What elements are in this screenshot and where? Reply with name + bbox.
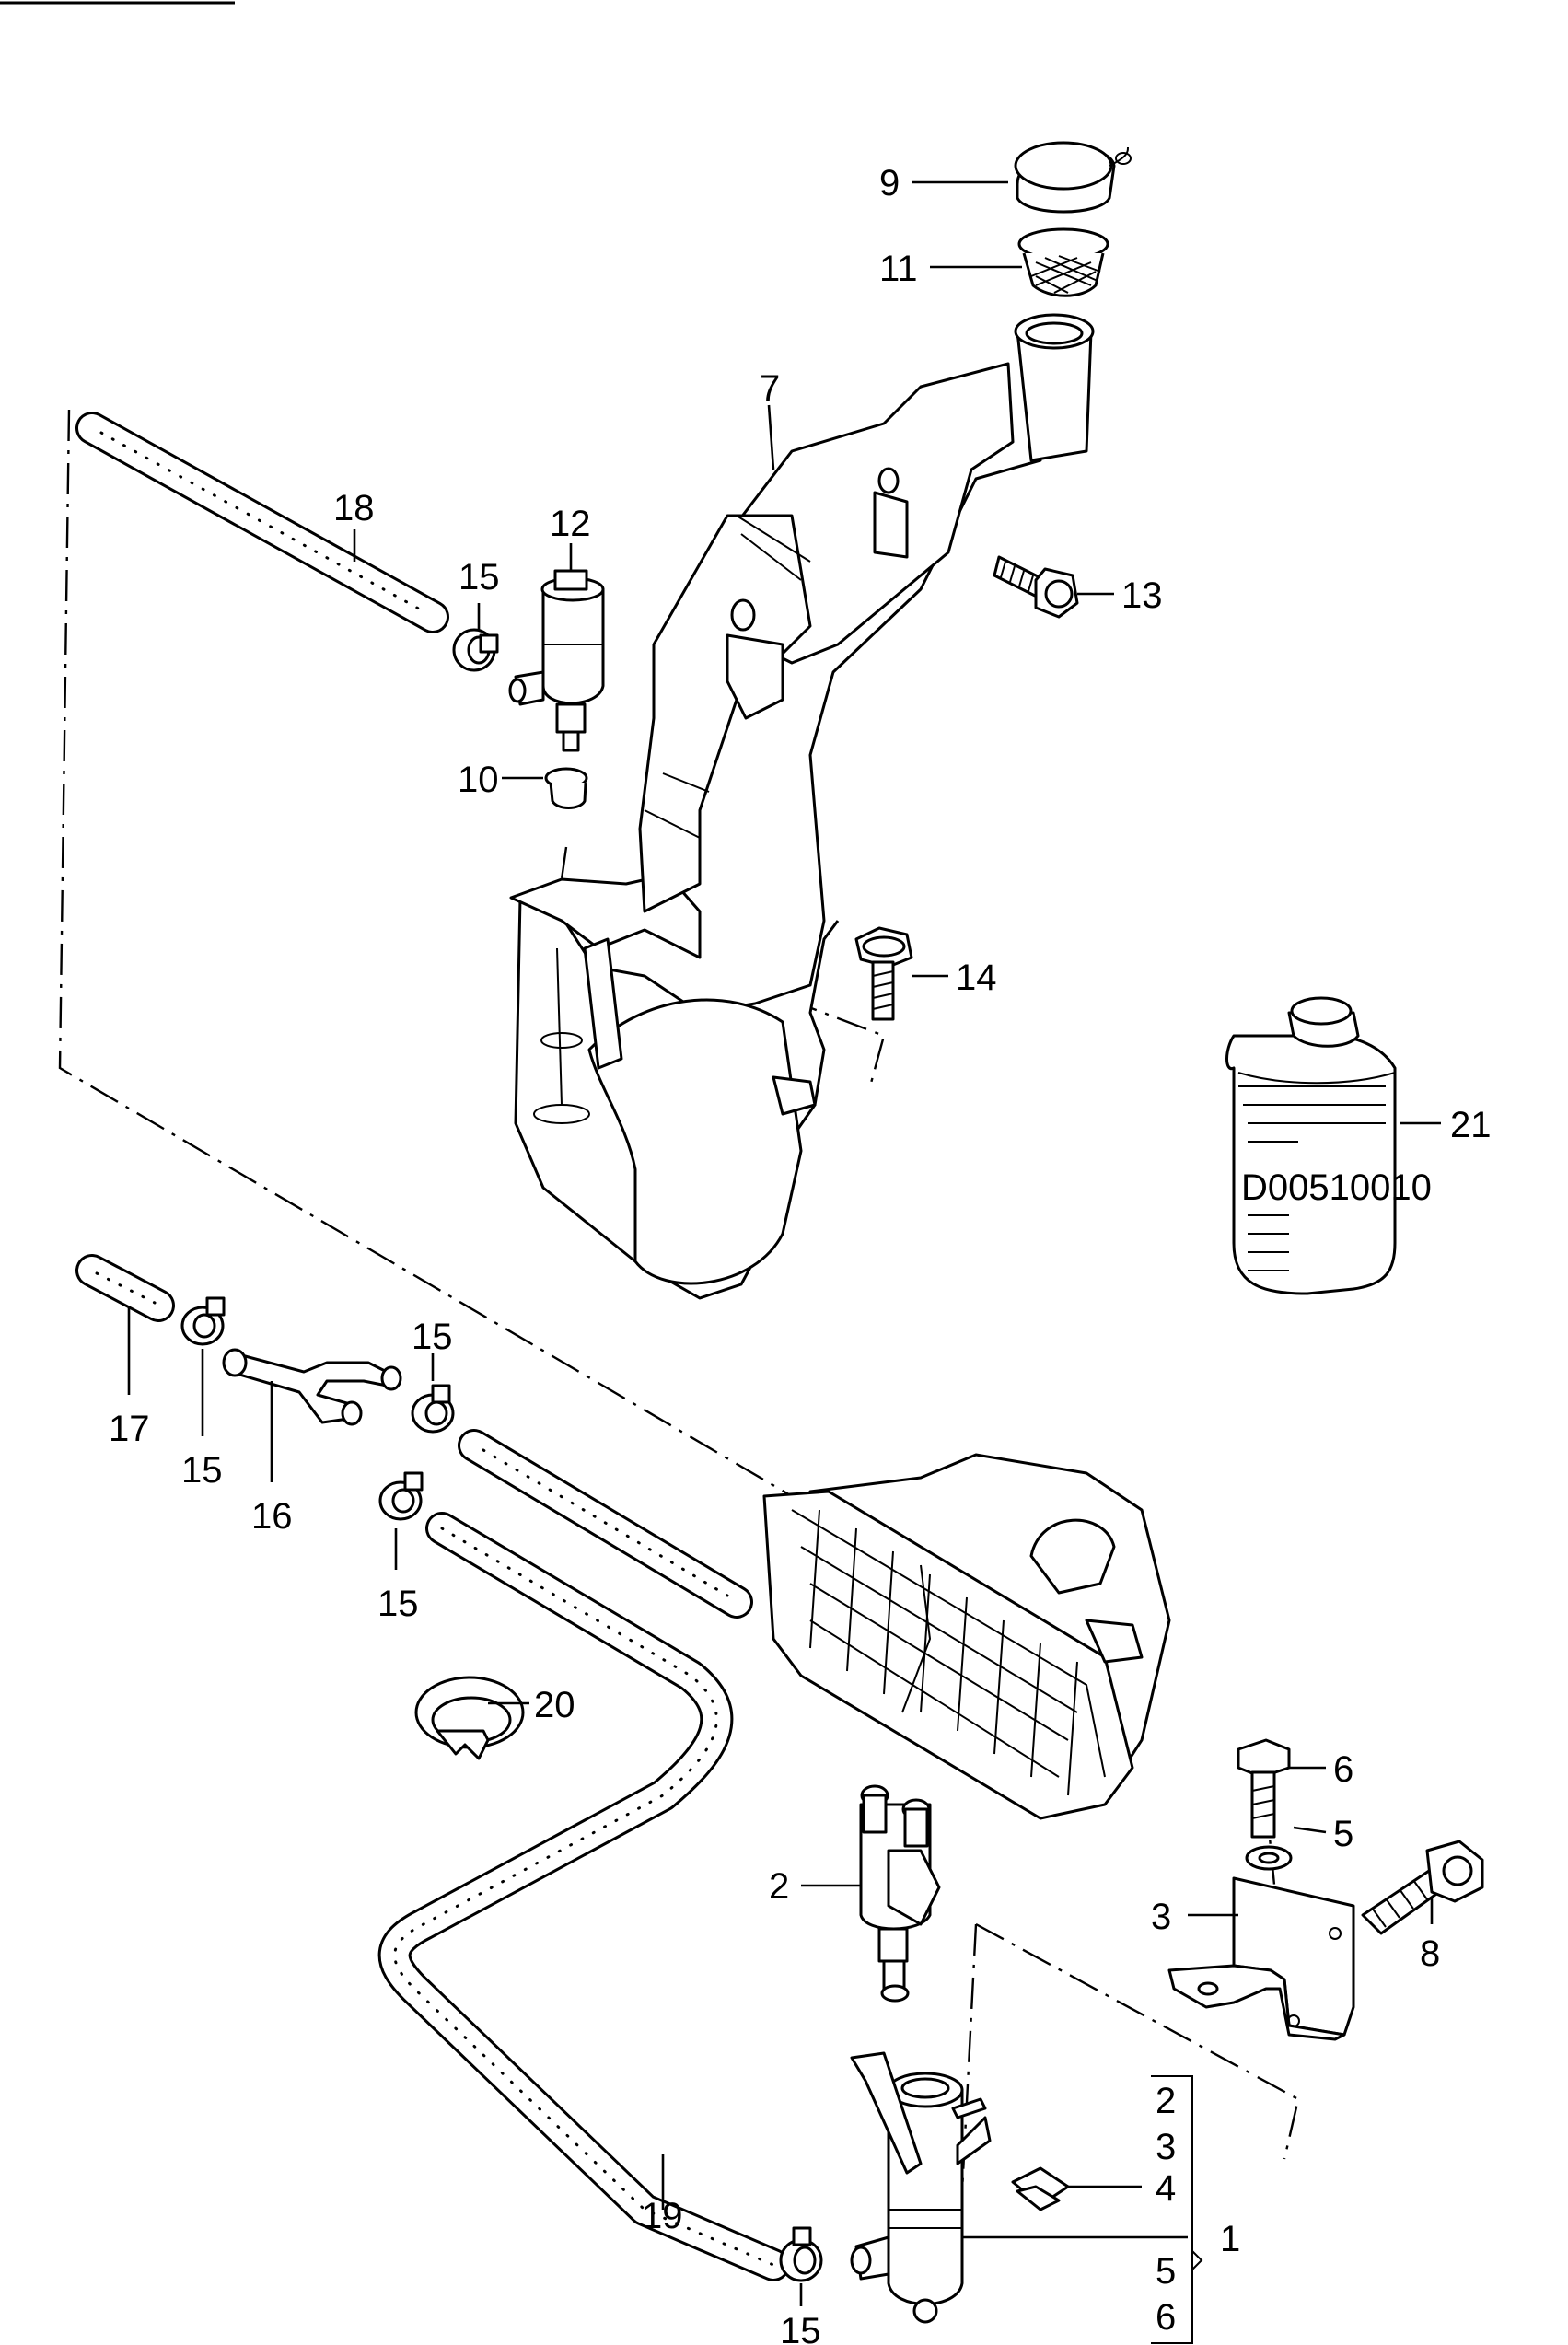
label-7: 7 (760, 368, 780, 409)
y-connector (222, 1348, 402, 1426)
label-1: 1 (1220, 2219, 1240, 2259)
label-2: 2 (769, 1866, 789, 1907)
part-labels: 9 11 7 18 12 15 13 10 14 21 15 17 15 16 … (109, 163, 1492, 2345)
filler-cap (1014, 141, 1132, 214)
hose-clip (411, 1384, 455, 1434)
bolt-13 (993, 555, 1079, 619)
label-11: 11 (879, 249, 918, 289)
label-8: 8 (1420, 1933, 1440, 1974)
bracket-label-4: 4 (1156, 2168, 1176, 2209)
bolt-14 (854, 926, 913, 1021)
hose-clip (452, 628, 499, 672)
label-19: 19 (642, 2196, 683, 2236)
jet-cylinder (850, 2051, 992, 2324)
headlight (762, 1453, 1171, 1820)
label-18: 18 (333, 488, 375, 528)
washer-5 (1245, 1845, 1293, 1871)
label-15: 15 (412, 1317, 453, 1357)
label-6: 6 (1333, 1749, 1353, 1790)
label-15: 15 (181, 1450, 223, 1491)
fluid-bottle: D00510010 (1225, 996, 1432, 1295)
label-16: 16 (251, 1496, 293, 1537)
label-10: 10 (458, 760, 499, 800)
label-17: 17 (109, 1409, 150, 1449)
bracket-label-6: 6 (1156, 2297, 1176, 2338)
hose-clip (378, 1471, 424, 1521)
bolt-8 (1361, 1840, 1484, 1935)
label-12: 12 (550, 504, 591, 544)
clip-4 (1011, 2166, 1070, 2211)
label-5: 5 (1333, 1814, 1353, 1854)
group-bracket (1151, 2075, 1203, 2344)
label-15: 15 (459, 557, 500, 598)
washer-reservoir (509, 313, 1095, 1300)
hose-clamp (414, 1676, 525, 1760)
label-9: 9 (879, 163, 900, 203)
grommet (544, 767, 588, 809)
bracket-label-3: 3 (1156, 2127, 1176, 2167)
washer-pump (508, 569, 605, 752)
hose-clip (779, 2226, 823, 2282)
hose-clip (180, 1296, 226, 1346)
label-15: 15 (780, 2311, 821, 2345)
leader-lines (127, 180, 1441, 2306)
hose-19 (377, 1512, 790, 2281)
label-20: 20 (534, 1685, 575, 1725)
hose-17 (75, 1254, 175, 1322)
label-21: 21 (1450, 1105, 1492, 1145)
bolt-6 (1237, 1738, 1291, 1839)
washer-jet (859, 1784, 941, 2003)
mounting-bracket (1167, 1876, 1355, 2041)
hose-headlight (458, 1429, 753, 1619)
hose-18 (75, 412, 449, 633)
bracket-label-5: 5 (1156, 2251, 1176, 2292)
bottle-part-number: D00510010 (1241, 1167, 1432, 1208)
label-13: 13 (1121, 575, 1163, 616)
label-14: 14 (956, 958, 997, 998)
strainer (1017, 227, 1109, 297)
bracket-label-2: 2 (1156, 2081, 1176, 2121)
label-3: 3 (1151, 1897, 1171, 1937)
label-15: 15 (377, 1584, 419, 1624)
